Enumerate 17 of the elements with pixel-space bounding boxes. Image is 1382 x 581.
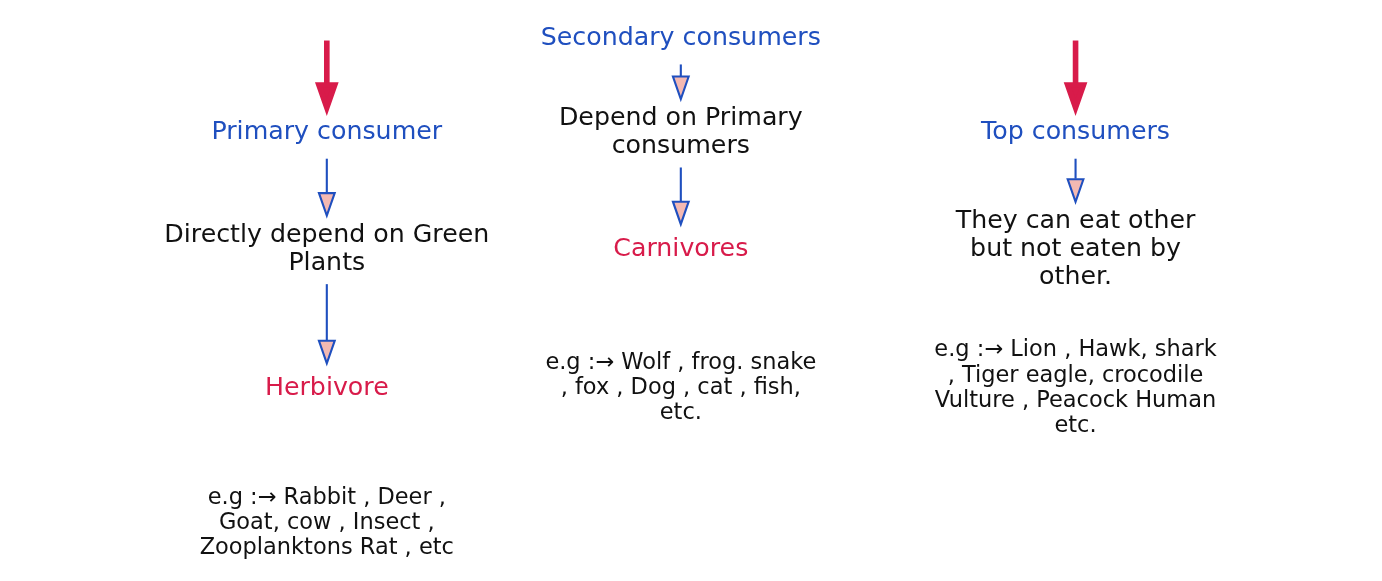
node-text: Secondary consumers: [540, 22, 821, 52]
node-text: Carnivores: [613, 232, 749, 262]
node-text: They can eat other but not eaten by other.: [955, 204, 1196, 291]
arrow: [317, 284, 337, 367]
label: e.g :→ Lion , Hawk, shark , Tiger eagle, crocodile Vulture , Peacock Human etc.: [934, 335, 1217, 438]
node-text: Herbivore: [264, 372, 389, 402]
node-text: Depend on Primary consumers: [558, 102, 803, 160]
arrow: [1063, 40, 1088, 116]
label: e.g :→ Rabbit , Deer , Goat, cow , Insect , Zooplanktons Rat , etc: [199, 482, 454, 560]
node-text: Top consumers: [981, 116, 1171, 146]
arrow: [671, 167, 691, 228]
node-text: Directly depend on Green Plants: [164, 218, 490, 276]
node-text: Primary consumer: [211, 116, 443, 146]
arrow: [314, 40, 339, 116]
arrow: [317, 158, 337, 219]
label: e.g :→ Wolf , frog. snake , fox , Dog , cat , fish, etc.: [545, 347, 817, 425]
arrow: [1066, 158, 1085, 205]
